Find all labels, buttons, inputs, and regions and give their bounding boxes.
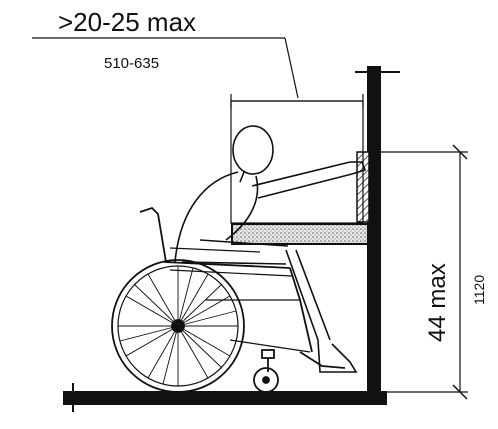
- floor: [63, 391, 387, 405]
- wheelchair: [111, 206, 346, 393]
- seat-rail: [163, 261, 291, 269]
- reach-height-dimension: 44 max 1120: [381, 144, 487, 400]
- torso-front: [225, 175, 259, 241]
- push-handle: [139, 206, 167, 263]
- head: [232, 125, 274, 175]
- foot: [317, 339, 358, 373]
- floor-and-wall: [63, 66, 400, 412]
- rear-wheel: [111, 259, 245, 393]
- thigh: [181, 261, 287, 265]
- reach-height-label: 44 max: [424, 263, 451, 342]
- height-tick-top: [452, 144, 468, 160]
- reach-depth-dimension: >20-25 max 510-635: [32, 7, 364, 108]
- height-tick-bottom: [452, 384, 468, 400]
- reach-height-metric: 1120: [471, 275, 487, 305]
- caster-wheel: [253, 367, 279, 393]
- extended-arm: [251, 161, 353, 199]
- seated-person: [174, 125, 367, 373]
- counter-obstruction: [231, 223, 369, 245]
- armrest: [169, 247, 261, 253]
- footrest: [299, 351, 346, 369]
- torso-back: [174, 171, 239, 263]
- shin: [285, 249, 331, 341]
- hand: [350, 161, 367, 175]
- depth-leader-line: [284, 37, 299, 99]
- wall: [367, 66, 381, 405]
- front-frame: [289, 267, 313, 353]
- reach-depth-label: >20-25 max: [58, 7, 196, 37]
- wheel-spokes: [118, 266, 238, 386]
- reach-depth-metric: 510-635: [104, 55, 159, 72]
